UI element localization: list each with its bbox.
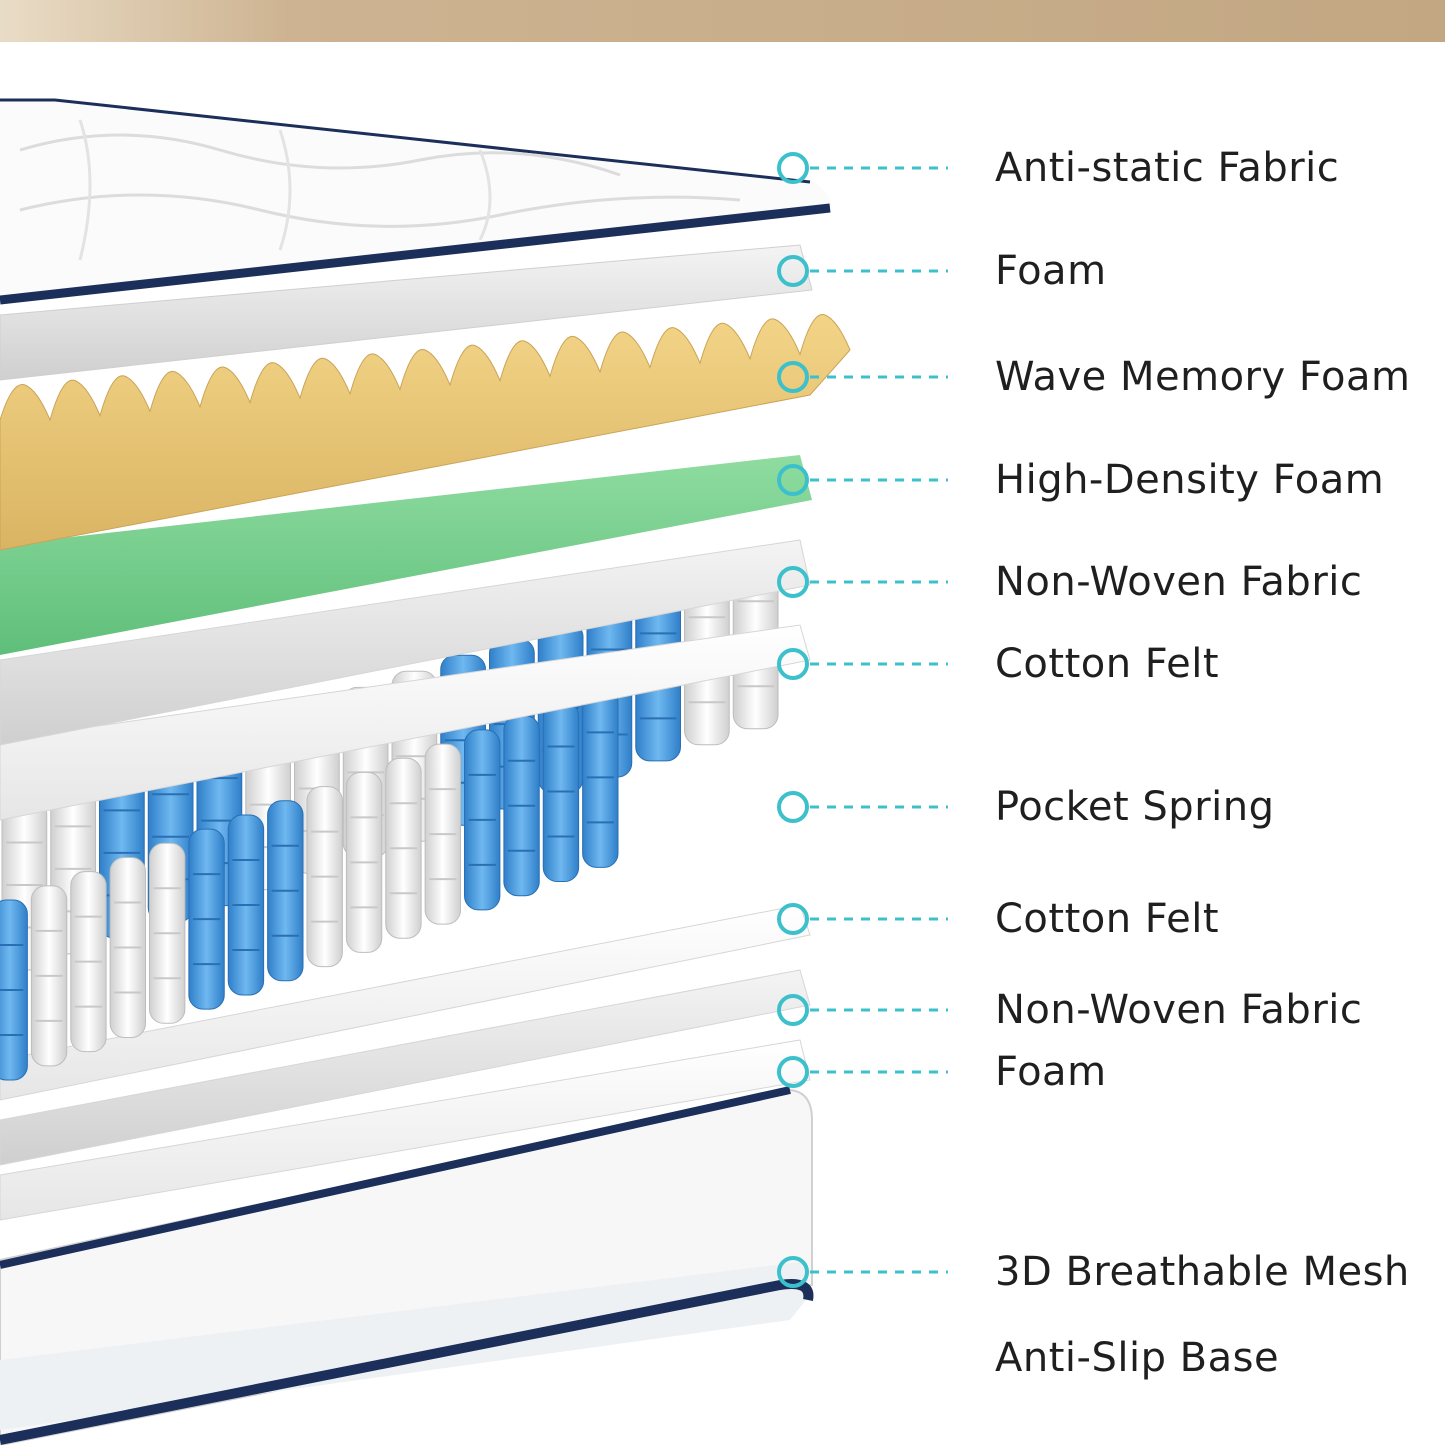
layer-label: Cotton Felt <box>995 896 1220 942</box>
ring-marker-icon <box>777 464 809 496</box>
ring-marker-icon <box>777 903 809 935</box>
layer-label: Foam <box>995 248 1107 294</box>
background-wall <box>0 0 1445 42</box>
ring-marker-icon <box>777 361 809 393</box>
layer-label: High-Density Foam <box>995 457 1385 503</box>
base-mesh-block <box>0 1086 814 1445</box>
ring-marker-icon <box>777 152 809 184</box>
layer-label: 3D Breathable Mesh <box>995 1249 1410 1295</box>
layer-label: Non-Woven Fabric <box>995 987 1363 1033</box>
bottom-cottonfelt-layer <box>0 904 811 1101</box>
layer-label: Pocket Spring <box>995 784 1275 830</box>
bottom-foam-layer <box>0 1039 811 1221</box>
wave-memory-foam-layer <box>0 314 851 551</box>
layer-label: Foam <box>995 1049 1107 1095</box>
layer-label: Non-Woven Fabric <box>995 559 1363 605</box>
layer-label: Anti-static Fabric <box>995 145 1340 191</box>
upper-cottonfelt-layer <box>0 624 811 821</box>
upper-nonwoven-layer <box>0 539 811 746</box>
layer-label: Anti-Slip Base <box>995 1335 1280 1381</box>
ring-marker-icon <box>777 648 809 680</box>
ring-marker-icon <box>777 1256 809 1288</box>
top-foam-layer <box>0 244 813 381</box>
pocket-spring-layer <box>0 558 779 1081</box>
layer-label: Cotton Felt <box>995 641 1220 687</box>
ring-marker-icon <box>777 255 809 287</box>
quilted-top-layer <box>0 98 831 305</box>
ring-marker-icon <box>777 994 809 1026</box>
ring-marker-icon <box>777 566 809 598</box>
ring-marker-icon <box>777 791 809 823</box>
ring-marker-icon <box>777 1056 809 1088</box>
bottom-nonwoven-layer <box>0 969 811 1166</box>
high-density-foam-layer <box>0 455 812 655</box>
layer-label: Wave Memory Foam <box>995 354 1411 400</box>
